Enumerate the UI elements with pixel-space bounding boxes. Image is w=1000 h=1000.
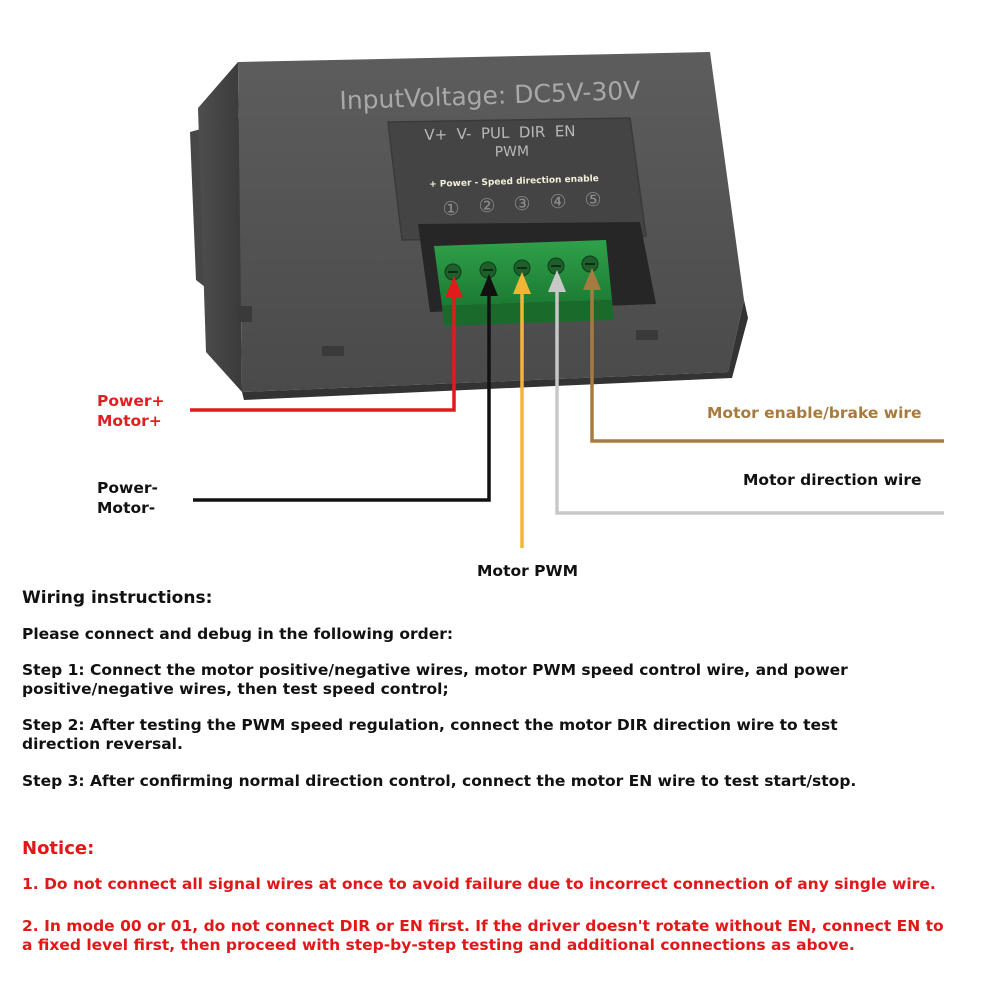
notice-title: Notice: [22, 838, 95, 859]
positive-wire [190, 290, 456, 412]
terminal-labels: V+ V- PUL DIR EN [424, 122, 576, 144]
notice-item-2: 2. In mode 00 or 01, do not connect DIR … [22, 917, 944, 954]
negative-wire-arrow [480, 274, 498, 296]
step-3-text: Step 3: After confirming normal directio… [22, 772, 857, 790]
power-plus-label: Power+ [97, 392, 165, 410]
motor-pwm-label: Motor PWM [477, 562, 579, 580]
enable-wire [590, 282, 944, 443]
enable-wire-arrow [583, 268, 601, 290]
wiring-instructions-title: Wiring instructions: [22, 588, 213, 608]
direction-wire-label: Motor direction wire [743, 471, 922, 489]
motor-plus-label: Motor+ [97, 412, 162, 430]
enable-wire-label: Motor enable/brake wire [707, 404, 922, 422]
pwm-wire-arrow [513, 272, 531, 294]
label-panel [387, 117, 647, 241]
terminal-number-4: ④ [549, 191, 566, 213]
terminal-block [434, 240, 614, 326]
power-minus-label: Power- [97, 479, 158, 497]
positive-wire-arrow [445, 276, 463, 298]
direction-wire-arrow [548, 270, 566, 292]
terminal-number-2: ② [478, 195, 495, 217]
step-2-text: Step 2: After testing the PWM speed regu… [22, 716, 838, 753]
notice-item-1: 1. Do not connect all signal wires at on… [22, 875, 936, 893]
wiring-diagram: InputVoltage: DC5V-30V V+ V- PUL DIR EN … [190, 52, 944, 548]
step-1-text: Step 1: Connect the motor positive/negat… [22, 661, 848, 698]
motor-minus-label: Motor- [97, 499, 156, 517]
direction-wire [555, 284, 944, 515]
terminal-number-3: ③ [513, 193, 530, 215]
negative-wire [193, 288, 491, 502]
terminal-pwm-label: PWM [495, 144, 530, 161]
wires [190, 268, 944, 548]
terminal-number-row: ① ② ③ ④ ⑤ [442, 189, 601, 220]
terminal-number-5: ⑤ [584, 189, 601, 211]
terminal-number-1: ① [442, 198, 459, 220]
connection-order-text: Please connect and debug in the followin… [22, 625, 454, 643]
